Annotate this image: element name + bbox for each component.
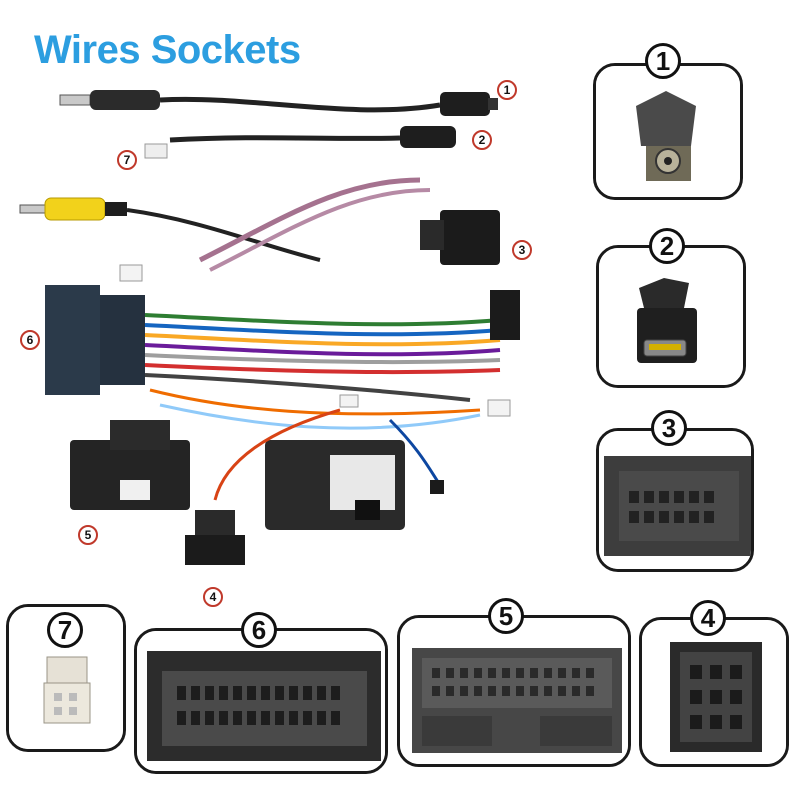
connector-socket-image-6 (137, 631, 385, 771)
connector-3 (420, 210, 500, 265)
connector-6 (45, 285, 145, 395)
usb-socket-image-2 (599, 248, 743, 385)
panel-badge-2: 2 (649, 228, 685, 264)
callout-3: 3 (512, 240, 532, 260)
panel-2 (596, 245, 746, 388)
callout-6: 6 (20, 330, 40, 350)
connector-socket-image-4 (642, 620, 786, 764)
connector-4 (185, 408, 341, 565)
panel-badge-4: 4 (690, 600, 726, 636)
panel-1 (593, 63, 743, 200)
callout-5: 5 (78, 525, 98, 545)
panel-badge-6: 6 (241, 612, 277, 648)
panel-badge-7: 7 (47, 612, 83, 648)
callout-4: 4 (203, 587, 223, 607)
can-bus-module (265, 440, 405, 530)
connector-socket-image-5 (400, 618, 628, 764)
fakra-cable-2 (144, 126, 456, 159)
panel-badge-5: 5 (488, 598, 524, 634)
callout-7: 7 (117, 150, 137, 170)
rca-connector-1 (59, 90, 498, 116)
wire-bundle (144, 313, 501, 430)
panel-6 (134, 628, 388, 774)
callout-1: 1 (497, 80, 517, 100)
panel-4 (639, 617, 789, 767)
fakra-socket-image-1 (596, 66, 740, 197)
connector-socket-image-3 (599, 431, 751, 569)
page-title: Wires Sockets (34, 28, 301, 72)
panel-badge-1: 1 (645, 43, 681, 79)
white-plug-image-7 (9, 607, 123, 749)
callout-2: 2 (472, 130, 492, 150)
panel-3 (596, 428, 754, 572)
panel-7 (6, 604, 126, 752)
yellow-rca-connector (19, 197, 321, 262)
wiring-harness-photo (19, 90, 520, 565)
panel-badge-3: 3 (651, 410, 687, 446)
panel-5 (397, 615, 631, 767)
connector-5 (70, 420, 190, 510)
